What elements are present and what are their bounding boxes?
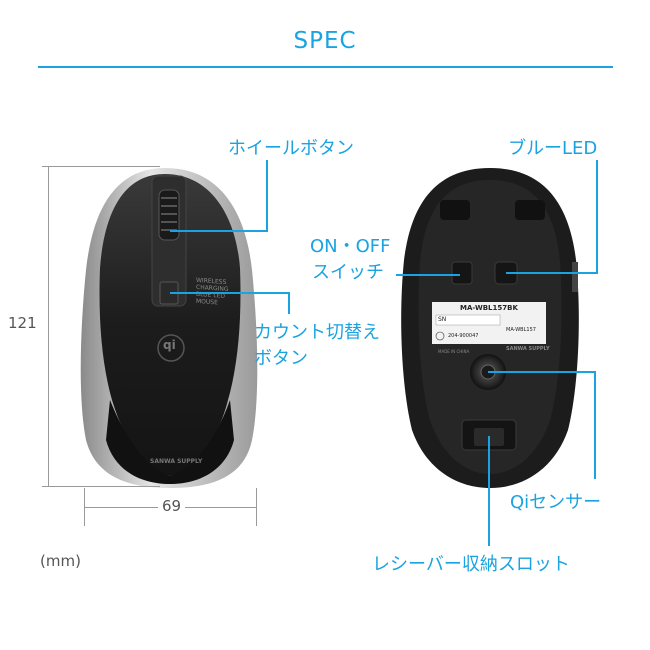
width-value: 69 xyxy=(158,497,186,515)
led-leader-h xyxy=(506,272,598,274)
led-leader-v xyxy=(596,160,598,274)
on-off-label-2: スイッチ xyxy=(312,262,384,283)
wheel-button-label: ホイールボタン xyxy=(228,138,354,159)
qi-leader-h xyxy=(488,371,596,373)
qi-sensor-label: Qiセンサー xyxy=(510,492,602,513)
count-leader-h xyxy=(170,292,290,294)
unit-label: (mm) xyxy=(40,552,81,570)
spec-title: SPEC xyxy=(293,28,357,54)
brand-front: SANWA SUPPLY xyxy=(150,458,203,465)
title-divider xyxy=(38,66,613,68)
wheel-leader-h xyxy=(170,230,268,232)
qi-leader-v xyxy=(594,371,596,479)
front-mouse xyxy=(80,168,258,488)
height-ext-top xyxy=(42,166,160,167)
receiver-slot-label: レシーバー収納スロット xyxy=(372,554,570,575)
model-label: MA-WBL157BK xyxy=(460,304,518,312)
slot-leader xyxy=(488,436,490,546)
height-line xyxy=(48,166,49,486)
height-ext-bottom xyxy=(42,486,160,487)
switch-leader xyxy=(396,274,460,276)
made-in: MADE IN CHINA xyxy=(438,349,470,354)
qi-logo-icon xyxy=(157,334,185,362)
count-switch-label-1: カウント切替え xyxy=(254,322,380,343)
brand-back: SANWA SUPPLY xyxy=(506,346,550,352)
count-switch-label-2: ボタン xyxy=(254,348,308,369)
height-value: 121 xyxy=(8,314,37,332)
sn-label: SN xyxy=(438,316,447,323)
qi-logo-text: qi xyxy=(163,338,176,352)
blue-led-label: ブルーLED xyxy=(508,138,598,159)
width-ext-right xyxy=(256,488,257,526)
model-small: MA-WBL157 xyxy=(506,327,536,333)
wheel-leader-v xyxy=(266,160,268,232)
count-leader-v xyxy=(288,292,290,314)
on-off-label-1: ON・OFF xyxy=(310,236,391,257)
back-mouse xyxy=(401,168,579,488)
code-label: 204-900047 xyxy=(448,333,479,339)
